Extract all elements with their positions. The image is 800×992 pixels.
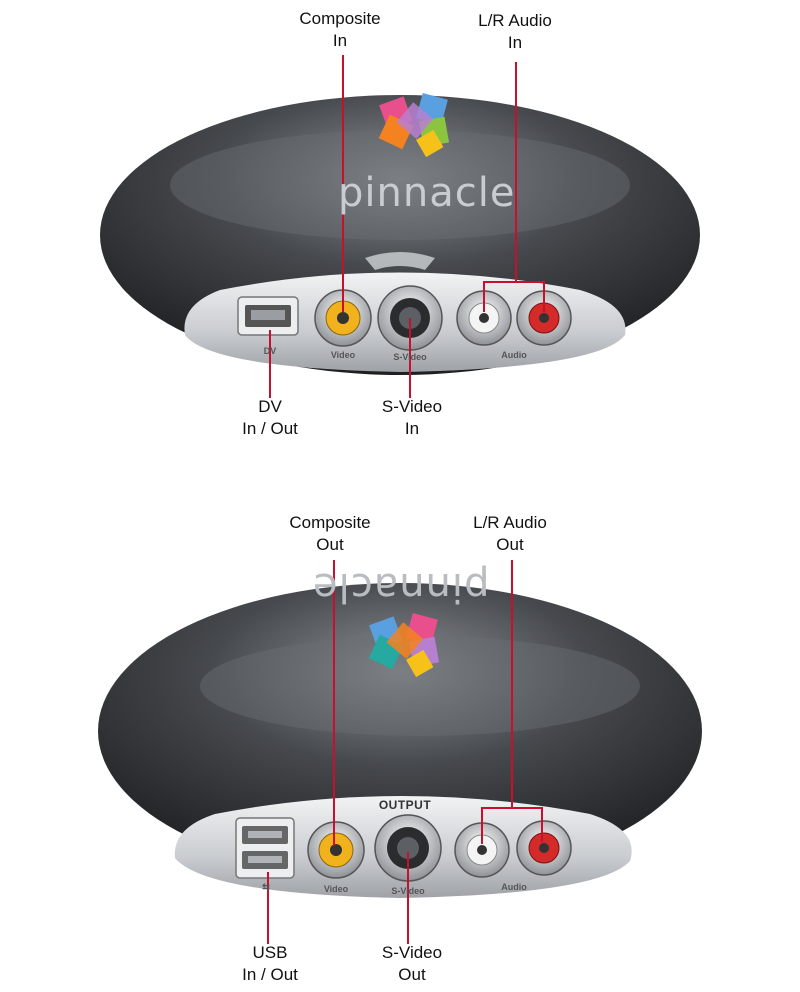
pinnacle-logo-icon xyxy=(368,613,440,678)
audio-out-left-jack-icon xyxy=(454,822,510,878)
callout-audio-in: L/R Audio In xyxy=(478,11,552,52)
callout-svideo-out: S-Video Out xyxy=(381,943,443,984)
port-label-dv: DV xyxy=(263,346,277,356)
svideo-out-jack-icon xyxy=(374,814,442,882)
device-illustration-input xyxy=(100,55,700,398)
audio-in-left-jack-icon xyxy=(456,290,512,346)
composite-in-jack-icon xyxy=(314,289,372,347)
device-input-side: pinnacle DV Video S-Video Audio Composit… xyxy=(100,9,700,438)
device-output-side: pinnacle OUTPUT ⇆ Video S-Video Audio Co… xyxy=(0,496,800,992)
device-shell xyxy=(98,583,702,879)
port-label-audio: Audio xyxy=(501,882,527,892)
brand-wordmark: pinnacle xyxy=(338,170,516,216)
callout-dv: DV In / Out xyxy=(242,397,298,438)
dv-port-icon xyxy=(237,296,299,336)
port-label-video: Video xyxy=(330,350,356,360)
usb-port-icon xyxy=(235,817,295,879)
port-label-audio: Audio xyxy=(501,350,527,360)
composite-out-jack-icon xyxy=(307,821,365,879)
pinnacle-logo-icon xyxy=(378,93,450,158)
leader-lines xyxy=(269,55,545,398)
callout-composite-out: Composite Out xyxy=(289,513,371,554)
port-label-usb: ⇆ xyxy=(262,882,270,892)
port-label-svideo: S-Video xyxy=(391,886,425,896)
port-label-svideo: S-Video xyxy=(393,352,427,362)
output-panel-label: OUTPUT xyxy=(378,798,432,812)
callout-audio-out: L/R Audio Out xyxy=(473,513,547,554)
callout-usb: USB In / Out xyxy=(242,943,298,984)
callout-composite-in: Composite In xyxy=(299,9,381,50)
audio-out-right-jack-icon xyxy=(516,820,572,876)
leader-lines xyxy=(267,560,543,944)
port-label-video: Video xyxy=(323,884,349,894)
device-illustration-output xyxy=(98,560,702,944)
brand-wordmark-inverted: pinnacle xyxy=(312,564,490,610)
callout-svideo-in: S-Video In xyxy=(381,397,443,438)
audio-in-right-jack-icon xyxy=(516,290,572,346)
